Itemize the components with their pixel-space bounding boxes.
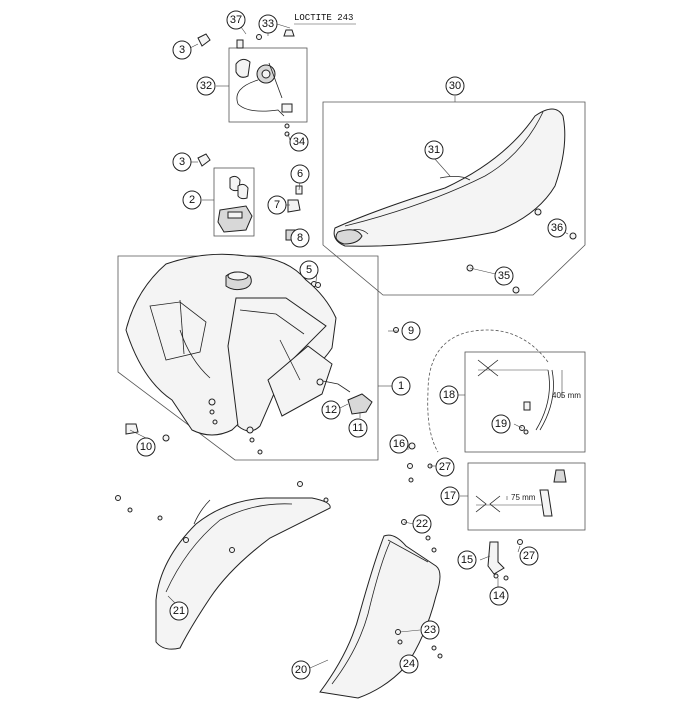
callout-7-label: 7 bbox=[274, 199, 280, 211]
callout-22: 22 bbox=[412, 514, 432, 534]
callout-27-lower-label: 27 bbox=[523, 550, 535, 562]
callout-35-label: 35 bbox=[498, 270, 510, 282]
callout-37-label: 37 bbox=[230, 14, 242, 26]
callout-6: 6 bbox=[290, 164, 310, 184]
callout-30: 30 bbox=[445, 76, 465, 96]
seat-parts bbox=[333, 108, 577, 294]
lock-set-frame bbox=[228, 47, 308, 123]
seat-frame bbox=[322, 101, 586, 296]
hose-length-dimension: 405 mm bbox=[552, 391, 581, 400]
callout-10: 10 bbox=[136, 437, 156, 457]
callout-2-label: 2 bbox=[189, 194, 195, 206]
callout-33-label: 33 bbox=[262, 18, 274, 30]
fuel-tank-frame bbox=[117, 255, 379, 461]
callout-27-upper-label: 27 bbox=[439, 461, 451, 473]
callout-34: 34 bbox=[289, 132, 309, 152]
callout-14-label: 14 bbox=[493, 590, 505, 602]
filler-cap-frame bbox=[213, 167, 255, 237]
callout-8-label: 8 bbox=[297, 232, 303, 244]
callout-16: 16 bbox=[389, 434, 409, 454]
hose-frame bbox=[464, 351, 586, 453]
callout-12: 12 bbox=[321, 400, 341, 420]
callout-27-upper: 27 bbox=[435, 457, 455, 477]
fuel-hose-parts bbox=[427, 329, 563, 453]
callout-24: 24 bbox=[399, 654, 419, 674]
callout-37: 37 bbox=[226, 10, 246, 30]
bracket-hardware bbox=[125, 327, 433, 483]
callout-3-top: 3 bbox=[172, 40, 192, 60]
callout-1-label: 1 bbox=[398, 380, 404, 392]
vent-hose-frame bbox=[467, 462, 586, 531]
callout-21: 21 bbox=[169, 601, 189, 621]
callout-31: 31 bbox=[424, 140, 444, 160]
callout-23: 23 bbox=[420, 620, 440, 640]
callout-34-label: 34 bbox=[293, 136, 305, 148]
callout-19: 19 bbox=[491, 414, 511, 434]
callout-17: 17 bbox=[440, 486, 460, 506]
fuel-tank-parts bbox=[125, 253, 373, 455]
callout-16-label: 16 bbox=[393, 438, 405, 450]
callout-32: 32 bbox=[196, 76, 216, 96]
callout-3-mid: 3 bbox=[172, 152, 192, 172]
callout-15: 15 bbox=[457, 550, 477, 570]
callout-36: 36 bbox=[547, 218, 567, 238]
callout-27-lower: 27 bbox=[519, 546, 539, 566]
callout-9: 9 bbox=[401, 321, 421, 341]
callout-30-label: 30 bbox=[449, 80, 461, 92]
callout-24-label: 24 bbox=[403, 658, 415, 670]
lock-set-parts bbox=[197, 29, 295, 137]
callout-7: 7 bbox=[267, 195, 287, 215]
bracket-14-15 bbox=[487, 539, 523, 581]
callout-32-label: 32 bbox=[200, 80, 212, 92]
callout-8: 8 bbox=[290, 228, 310, 248]
callout-33: 33 bbox=[258, 14, 278, 34]
callout-14: 14 bbox=[489, 586, 509, 606]
callout-5: 5 bbox=[299, 260, 319, 280]
callout-21-label: 21 bbox=[173, 605, 185, 617]
left-side-panel bbox=[115, 481, 331, 650]
callout-10-label: 10 bbox=[140, 441, 152, 453]
loctite-note: LOCTITE 243 bbox=[294, 13, 353, 23]
callout-18-label: 18 bbox=[443, 389, 455, 401]
callout-17-label: 17 bbox=[444, 490, 456, 502]
callout-20-label: 20 bbox=[295, 664, 307, 676]
vent-hose-length-dimension: 75 mm bbox=[511, 493, 536, 502]
callout-11-label: 11 bbox=[352, 422, 363, 434]
callout-31-label: 31 bbox=[428, 144, 440, 156]
callout-36-label: 36 bbox=[551, 222, 563, 234]
callout-3-mid-label: 3 bbox=[179, 156, 185, 168]
vent-hose-parts bbox=[475, 469, 567, 517]
callout-15-label: 15 bbox=[461, 554, 473, 566]
filler-cap-parts bbox=[197, 153, 317, 287]
callout-5-label: 5 bbox=[306, 264, 312, 276]
callout-12-label: 12 bbox=[325, 404, 337, 416]
right-side-panel bbox=[319, 519, 443, 699]
callout-6-label: 6 bbox=[297, 168, 303, 180]
callout-23-label: 23 bbox=[424, 624, 436, 636]
callout-19-label: 19 bbox=[495, 418, 507, 430]
callout-1: 1 bbox=[391, 376, 411, 396]
callout-3-top-label: 3 bbox=[179, 44, 185, 56]
callout-20: 20 bbox=[291, 660, 311, 680]
callout-11: 11 bbox=[348, 418, 368, 438]
callout-18: 18 bbox=[439, 385, 459, 405]
callout-35: 35 bbox=[494, 266, 514, 286]
callout-9-label: 9 bbox=[408, 325, 414, 337]
callout-22-label: 22 bbox=[416, 518, 428, 530]
callout-2: 2 bbox=[182, 190, 202, 210]
